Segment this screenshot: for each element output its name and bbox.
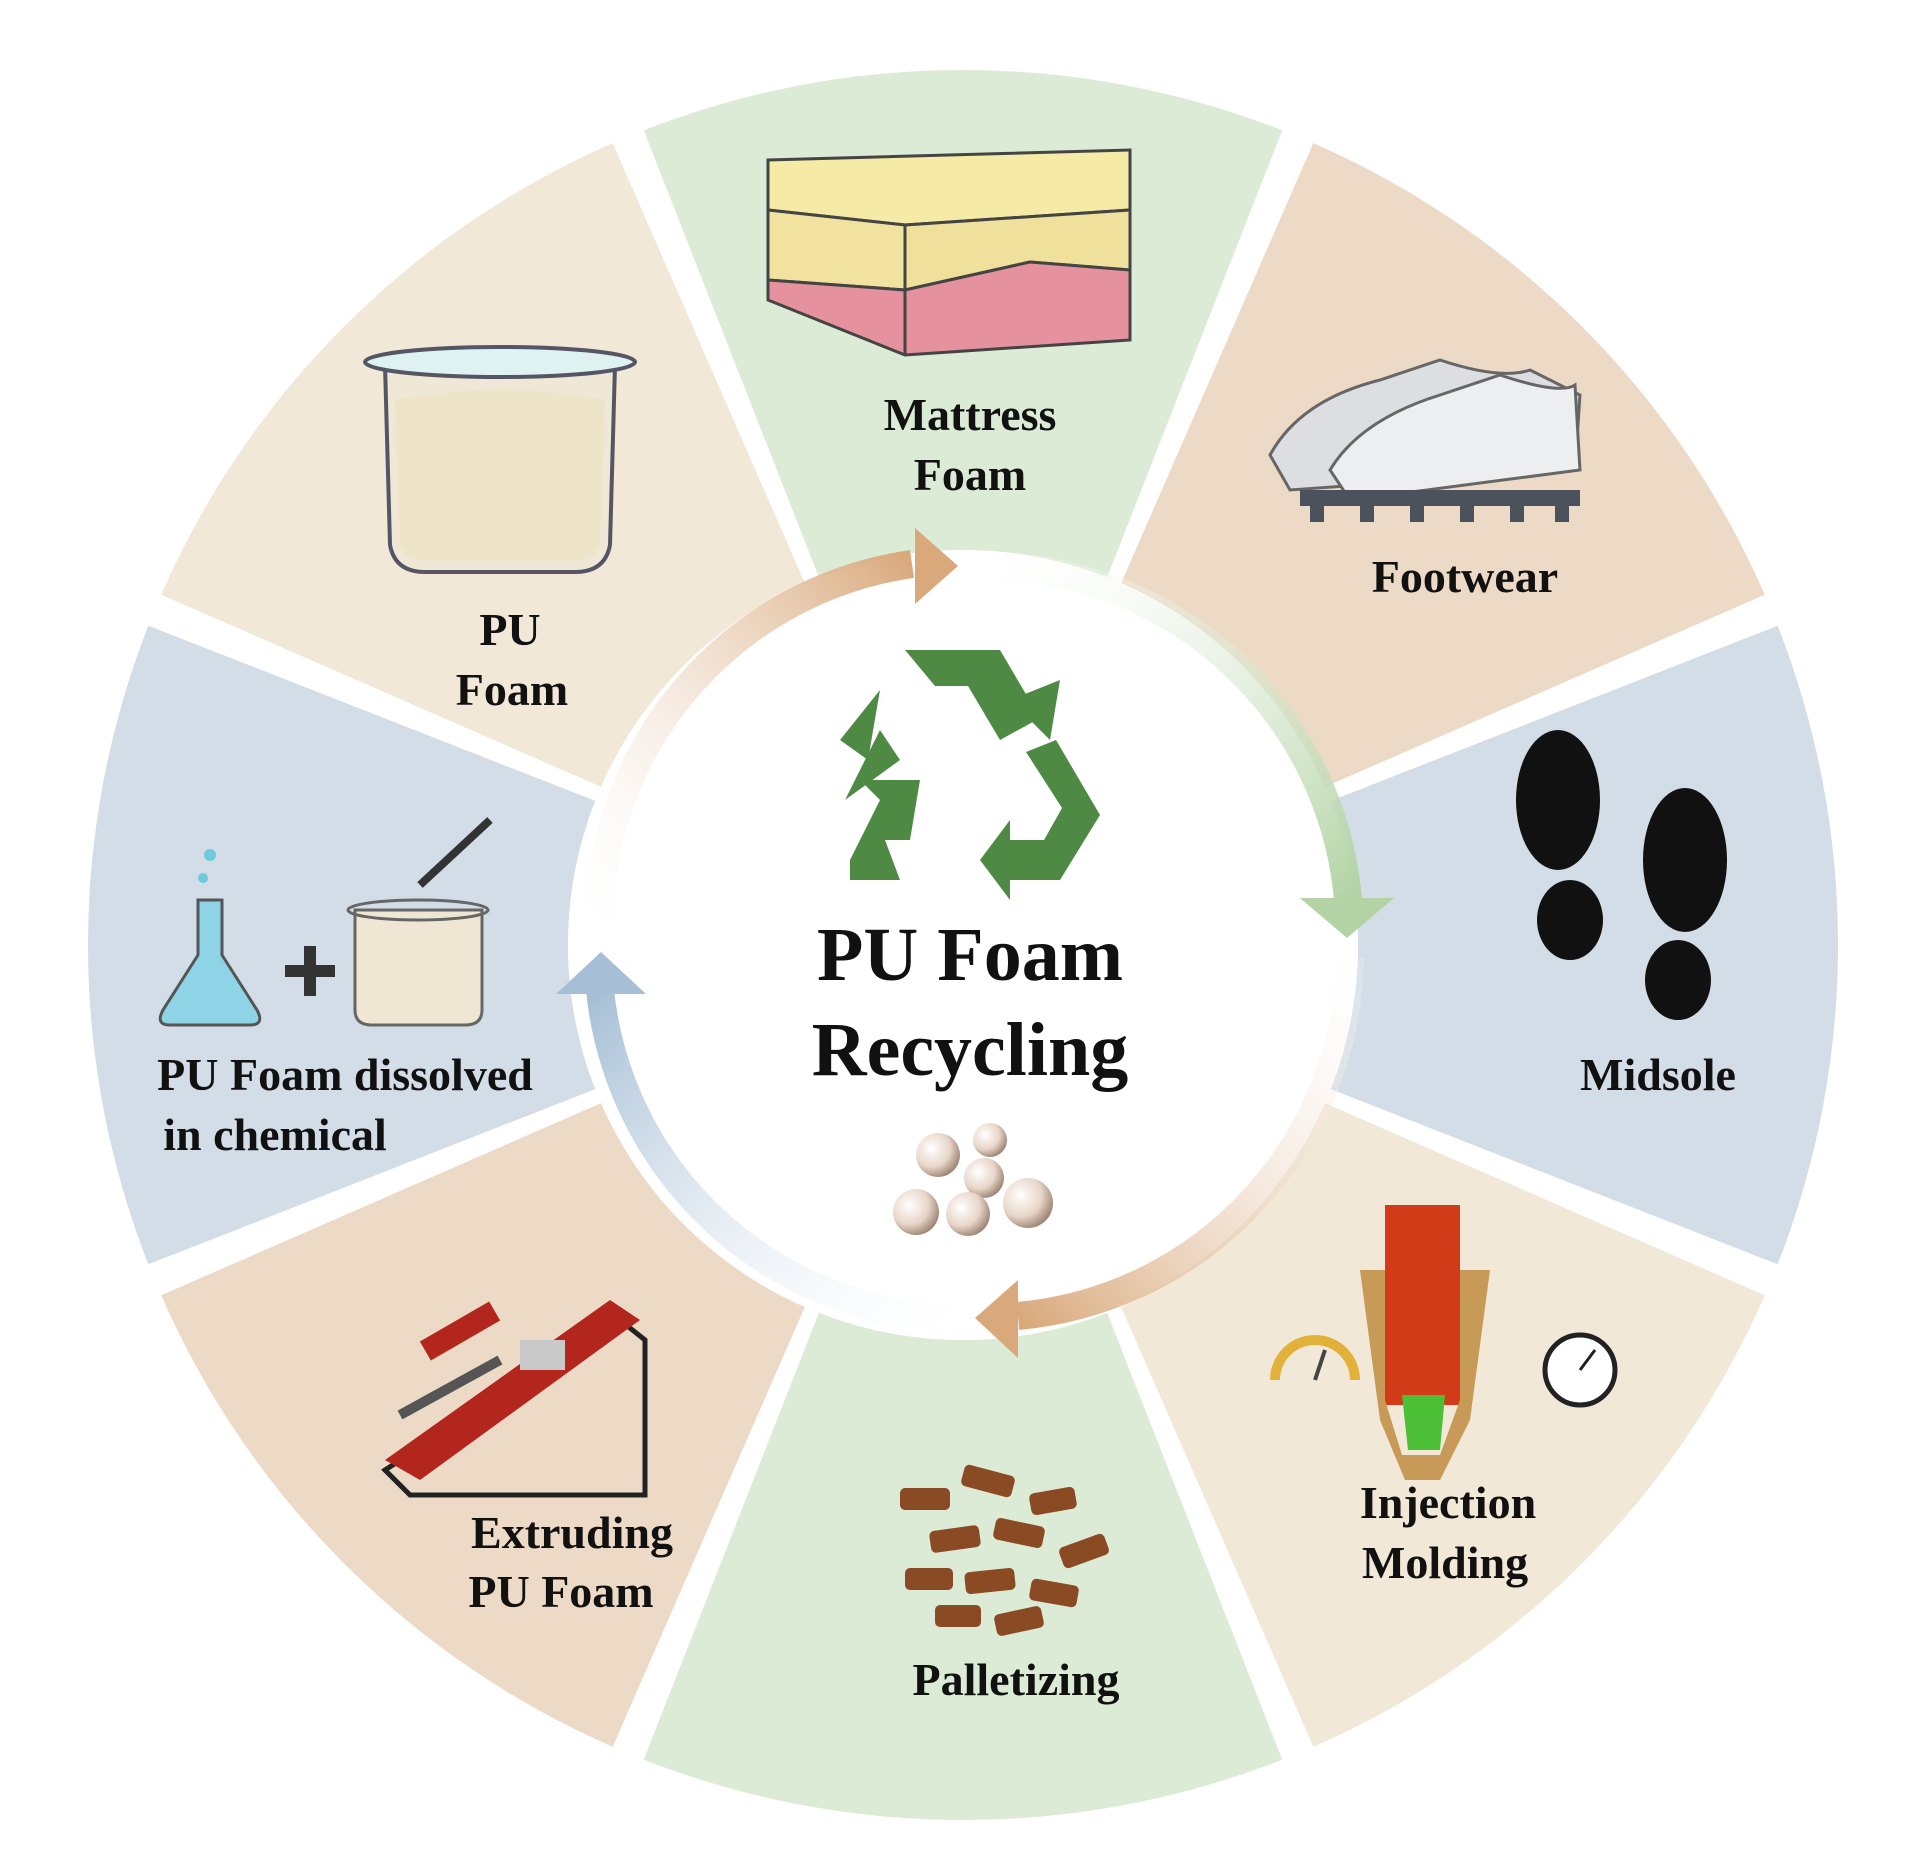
arrow-bottom-right-head [975,1280,1018,1358]
label-extruding-line1: Extruding [471,1507,673,1558]
segment-labels: Mattress Foam Footwear Midsole Injection… [157,389,1736,1705]
label-injection-line1: Injection [1360,1477,1536,1528]
arrow-top-right-head [1300,898,1394,938]
label-dissolved-line1: PU Foam dissolved [157,1049,533,1100]
arrow-bottom-left-head [556,952,646,994]
sneaker-icon [1268,358,1582,522]
segment-injection [1121,1103,1765,1747]
segment-palletizing [643,1312,1283,1820]
label-pufoam-line2: Foam [456,664,568,715]
label-mattress-line1: Mattress [884,389,1057,440]
center-disk [568,550,1358,1340]
center-title-line1: PU Foam [817,913,1123,997]
segment-dissolved [87,625,596,1265]
label-midsole: Midsole [1580,1049,1736,1100]
injection-mold-icon [1270,1205,1618,1480]
arrow-bottom-right [1016,957,1364,1330]
label-pufoam-line1: PU [479,604,540,655]
arrow-top-right [984,552,1362,902]
mattress-icon [766,148,1132,357]
label-dissolved-line2: in chemical [163,1109,387,1160]
label-extruding-line2: PU Foam [468,1566,653,1617]
label-footwear: Footwear [1372,551,1558,602]
beads-icon [893,1123,1053,1236]
arrow-bottom-left [586,988,956,1332]
label-injection-line2: Molding [1362,1537,1528,1588]
segment-ring [87,69,1838,1820]
center-title-line2: Recycling [812,1008,1129,1092]
arrow-top-left [585,550,915,926]
footprints-icon [1516,730,1727,1020]
arrow-top-left-head [915,528,958,604]
label-palletizing: Palletizing [913,1654,1120,1705]
flask-plus-beaker-icon [158,817,493,1027]
extruder-icon [381,1300,648,1498]
foam-beaker-icon [363,345,637,574]
cycle-arrows [556,528,1394,1358]
recycle-icon [840,650,1100,900]
label-mattress-line2: Foam [914,449,1026,500]
pellets-icon [900,1464,1109,1636]
